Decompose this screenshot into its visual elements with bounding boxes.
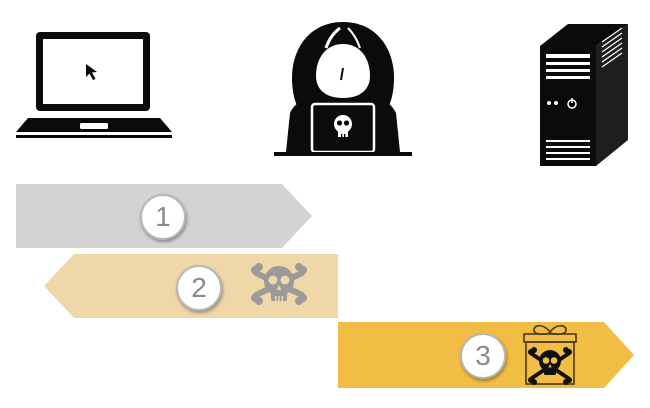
skull-crossbones-icon (251, 263, 307, 305)
step-3-badge: 3 (460, 333, 506, 379)
hooded-hacker-icon (274, 22, 412, 156)
laptop-icon (16, 32, 172, 138)
step-2-badge: 2 (176, 265, 222, 311)
server-tower-icon (540, 24, 628, 166)
step-1-badge: 1 (140, 194, 186, 240)
poisoned-package-icon (523, 324, 577, 385)
